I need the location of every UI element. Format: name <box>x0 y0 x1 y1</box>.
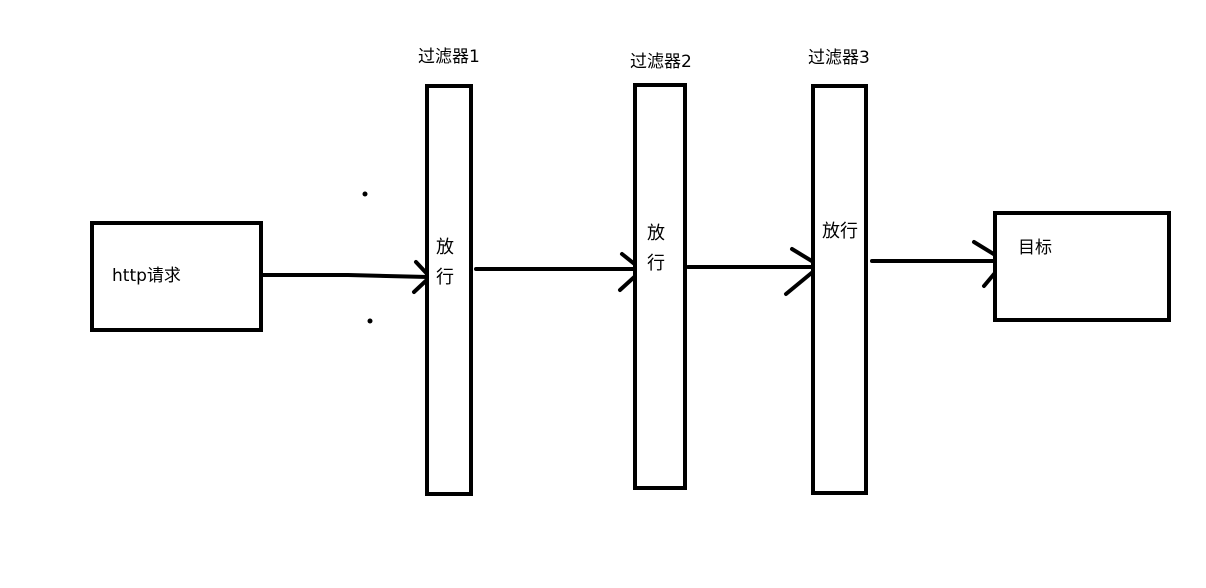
filter2-title: 过滤器2 <box>630 52 692 72</box>
arrow-request-to-filter1 <box>260 273 430 279</box>
filter3-bar <box>811 84 868 495</box>
filter3-title: 过滤器3 <box>808 48 870 68</box>
filter2-action-char: 行 <box>647 253 665 274</box>
filter2-action-char: 放 <box>647 223 665 244</box>
filter1-action-char: 放 <box>436 237 454 258</box>
filter1-action-char: 行 <box>436 267 454 288</box>
target-box <box>993 211 1171 322</box>
filter2-action: 放 行 <box>646 219 666 279</box>
target-label: 目标 <box>1018 238 1052 258</box>
stray-dot <box>367 318 373 324</box>
request-box <box>90 221 263 332</box>
filter1-title: 过滤器1 <box>418 47 480 67</box>
filter1-action: 放 行 <box>435 233 455 293</box>
filter3-action: 放行 <box>822 221 858 242</box>
request-label: http请求 <box>112 266 181 286</box>
filter1-bar <box>425 84 473 496</box>
stray-dot <box>362 191 368 197</box>
filter2-bar <box>633 83 687 490</box>
